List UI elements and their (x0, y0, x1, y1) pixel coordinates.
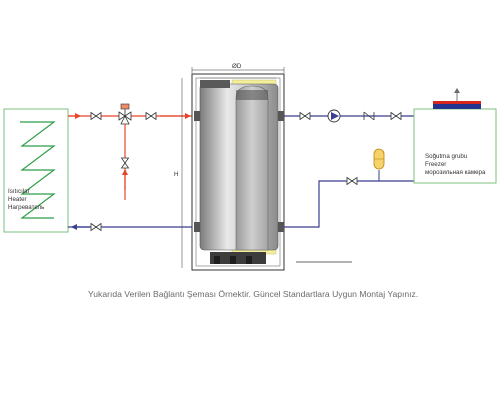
heater-label-en: Heater (8, 196, 27, 203)
tank-height-label: H (174, 171, 178, 178)
diagram-caption: Yukarıda Verilen Bağlantı Şeması Örnekti… (88, 289, 419, 299)
cooler-label-en: Freezer (425, 161, 446, 168)
cooler-supply-line (284, 109, 414, 123)
heater-label-tr: Isıtıcılar (8, 188, 30, 195)
bypass-line (120, 124, 130, 200)
cold-return-line (68, 222, 196, 232)
gate-valve-icon (145, 111, 157, 121)
check-valve-icon (363, 111, 375, 121)
expansion-vessel-icon (373, 148, 385, 170)
gate-valve-icon (346, 176, 358, 186)
buffer-tank: ØD H (174, 63, 352, 271)
cooler-return-line (284, 148, 414, 228)
cooler-label-ru: морозильная камера (425, 169, 486, 176)
fan-icon (454, 88, 460, 101)
hot-supply-line (68, 103, 196, 125)
cooler-top-plate (433, 104, 481, 109)
gate-valve-icon (90, 111, 102, 121)
cooler-label-tr: Soğutma grubu (425, 153, 468, 160)
gate-valve-icon (120, 157, 130, 169)
gate-valve-icon (390, 111, 402, 121)
gate-valve-icon (299, 111, 311, 121)
tank-diameter-label: ØD (232, 63, 242, 70)
gate-valve-icon (90, 222, 102, 232)
cooler-unit: Soğutma grubu Freezer морозильная камера (413, 88, 497, 184)
heater-label-ru: Нагреватель (8, 204, 44, 211)
heater-unit: Isıtıcılar Heater Нагреватель (3, 108, 69, 233)
heater-coil (20, 121, 56, 219)
circulation-pump-icon (327, 109, 341, 123)
three-way-valve-icon (118, 103, 132, 125)
